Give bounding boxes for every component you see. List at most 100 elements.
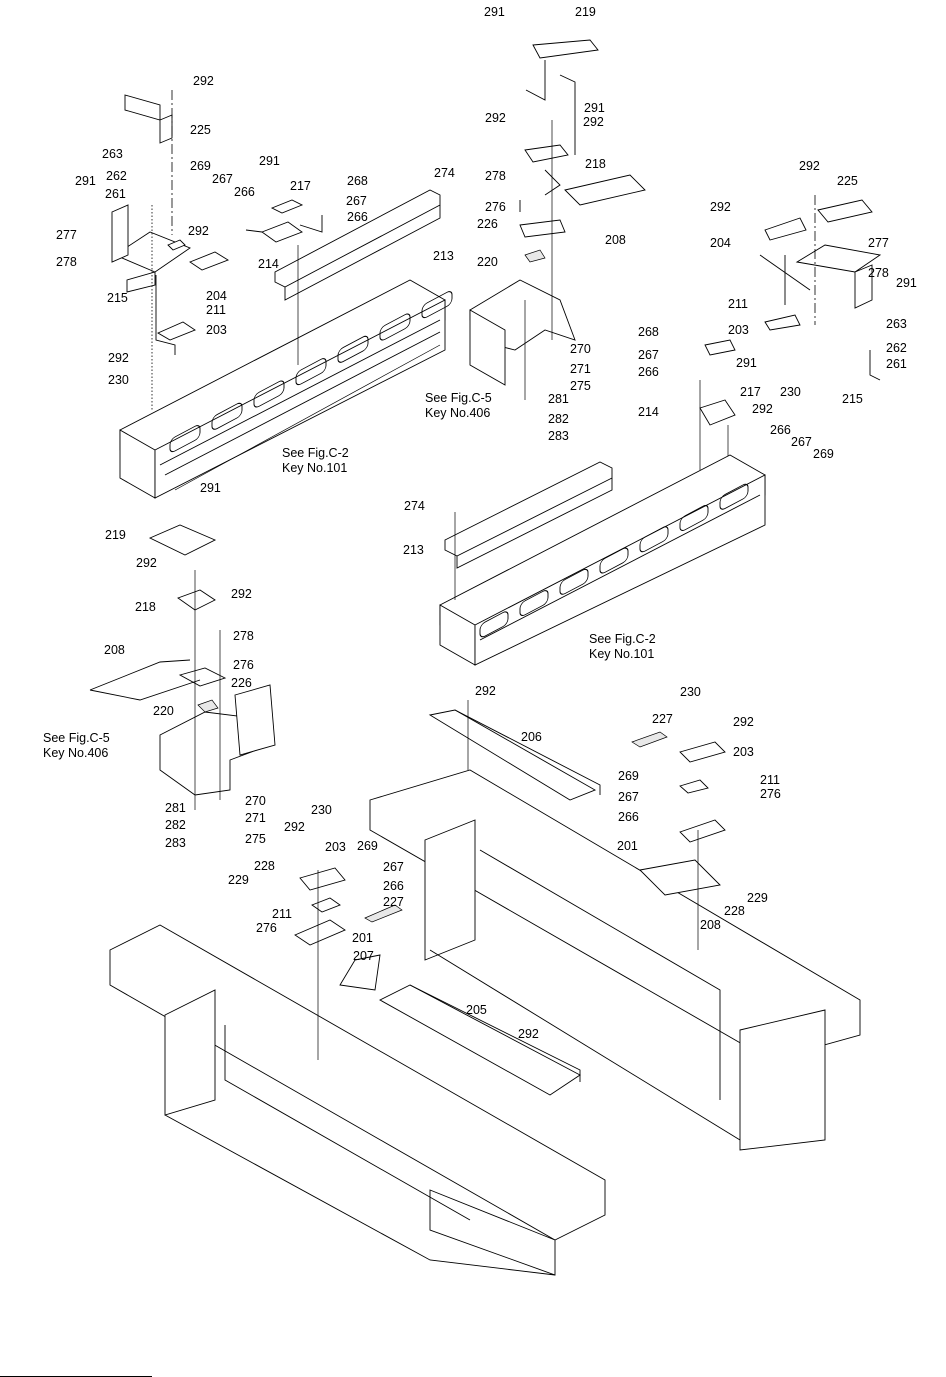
callout-upper-left-292: 292 xyxy=(193,74,214,88)
lightening-hole xyxy=(169,425,201,453)
callout-middle-292: 292 xyxy=(231,587,252,601)
callout-lower-269: 269 xyxy=(618,769,639,783)
callout-middle-219: 219 xyxy=(105,528,126,542)
callout-upper-left-215: 215 xyxy=(107,291,128,305)
callout-lower-266: 266 xyxy=(618,810,639,824)
callout-middle-292: 292 xyxy=(136,556,157,570)
callout-middle-220: 220 xyxy=(153,704,174,718)
lightening-hole xyxy=(719,483,749,510)
callout-upper-right-262: 262 xyxy=(886,341,907,355)
callout-upper-center-270: 270 xyxy=(570,342,591,356)
callout-upper-center-208: 208 xyxy=(605,233,626,247)
callout-lower-267: 267 xyxy=(618,790,639,804)
callout-lower-211: 211 xyxy=(760,773,780,787)
callout-lower-227: 227 xyxy=(652,712,673,726)
callout-middle-271: 271 xyxy=(245,811,266,825)
callout-upper-center-292: 292 xyxy=(583,115,604,129)
callout-upper-center-275: 275 xyxy=(570,379,591,393)
callout-upper-center-218: 218 xyxy=(585,157,606,171)
callout-upper-center-282: 282 xyxy=(548,412,569,426)
callout-upper-right-225: 225 xyxy=(837,174,858,188)
callout-lower-228: 228 xyxy=(724,904,745,918)
callout-upper-right-217: 217 xyxy=(740,385,761,399)
note-line-figure: See Fig.C-2 xyxy=(282,446,349,460)
callout-upper-center-276: 276 xyxy=(485,200,506,214)
callout-upper-right-291: 291 xyxy=(896,276,917,290)
callout-upper-left-217: 217 xyxy=(290,179,311,193)
callout-upper-left-292: 292 xyxy=(108,351,129,365)
callout-lower-228: 228 xyxy=(254,859,275,873)
callout-upper-center-291: 291 xyxy=(584,101,605,115)
callout-upper-left-213: 213 xyxy=(433,249,454,263)
callout-upper-left-203: 203 xyxy=(206,323,227,337)
callout-upper-left-225: 225 xyxy=(190,123,211,137)
callout-middle-208: 208 xyxy=(104,643,125,657)
lower-small-parts xyxy=(294,700,726,1060)
callout-lower-208: 208 xyxy=(700,918,721,932)
lightening-hole xyxy=(599,547,629,574)
note-line-key: Key No.406 xyxy=(43,746,109,760)
lightening-hole xyxy=(253,380,285,408)
callout-upper-right-214: 214 xyxy=(638,405,659,419)
callout-middle-270: 270 xyxy=(245,794,266,808)
upper-left-bracket-214 xyxy=(245,199,323,365)
callout-lower-211: 211 xyxy=(272,907,292,921)
lower-left-base xyxy=(109,924,606,1276)
lightening-hole xyxy=(421,291,453,319)
lightening-hole xyxy=(295,358,327,386)
callout-lower-203: 203 xyxy=(325,840,346,854)
callout-lower-230: 230 xyxy=(311,803,332,817)
callout-lower-292: 292 xyxy=(284,820,305,834)
callout-upper-left-211: 211 xyxy=(206,303,226,317)
callout-middle-278: 278 xyxy=(233,629,254,643)
lightening-hole xyxy=(479,611,509,638)
callout-lower-203: 203 xyxy=(733,745,754,759)
callout-lower-267: 267 xyxy=(383,860,404,874)
lightening-hole xyxy=(519,590,549,617)
callout-middle-226: 226 xyxy=(231,676,252,690)
lightening-hole xyxy=(379,313,411,341)
callout-lower-276: 276 xyxy=(760,787,781,801)
middle-right-beam xyxy=(439,454,766,666)
callout-middle-275: 275 xyxy=(245,832,266,846)
note-line-figure: See Fig.C-2 xyxy=(589,632,656,646)
lightening-hole xyxy=(211,402,243,430)
callout-upper-left-230: 230 xyxy=(108,373,129,387)
callout-lower-230: 230 xyxy=(680,685,701,699)
upper-right-bracket xyxy=(699,195,882,470)
callout-upper-center-292: 292 xyxy=(485,111,506,125)
callout-middle-283: 283 xyxy=(165,836,186,850)
callout-lower-227: 227 xyxy=(383,895,404,909)
callout-upper-left-266: 266 xyxy=(234,185,255,199)
callout-upper-right-230: 230 xyxy=(780,385,801,399)
callout-lower-201: 201 xyxy=(352,931,373,945)
callout-upper-left-263: 263 xyxy=(102,147,123,161)
callout-lower-292: 292 xyxy=(518,1027,539,1041)
callout-upper-left-266: 266 xyxy=(347,210,368,224)
callout-middle-274: 274 xyxy=(404,499,425,513)
callout-upper-right-277: 277 xyxy=(868,236,889,250)
callout-upper-center-281: 281 xyxy=(548,392,569,406)
callout-upper-right-268: 268 xyxy=(638,325,659,339)
callout-upper-left-278: 278 xyxy=(56,255,77,269)
callout-lower-201: 201 xyxy=(617,839,638,853)
callout-upper-right-266: 266 xyxy=(638,365,659,379)
callout-lower-205: 205 xyxy=(466,1003,487,1017)
callout-upper-left-268: 268 xyxy=(347,174,368,188)
callout-upper-right-267: 267 xyxy=(791,435,812,449)
upper-center-bracket xyxy=(469,39,646,400)
callout-lower-206: 206 xyxy=(521,730,542,744)
callout-upper-left-291: 291 xyxy=(259,154,280,168)
callout-upper-right-266: 266 xyxy=(770,423,791,437)
upper-left-bracket-215 xyxy=(111,90,230,410)
callout-lower-269: 269 xyxy=(357,839,378,853)
callout-upper-center-226: 226 xyxy=(477,217,498,231)
callout-upper-right-278: 278 xyxy=(868,266,889,280)
callout-upper-left-277: 277 xyxy=(56,228,77,242)
callout-upper-center-271: 271 xyxy=(570,362,591,376)
callout-upper-left-274: 274 xyxy=(434,166,455,180)
callout-lower-292: 292 xyxy=(733,715,754,729)
callout-upper-right-267: 267 xyxy=(638,348,659,362)
